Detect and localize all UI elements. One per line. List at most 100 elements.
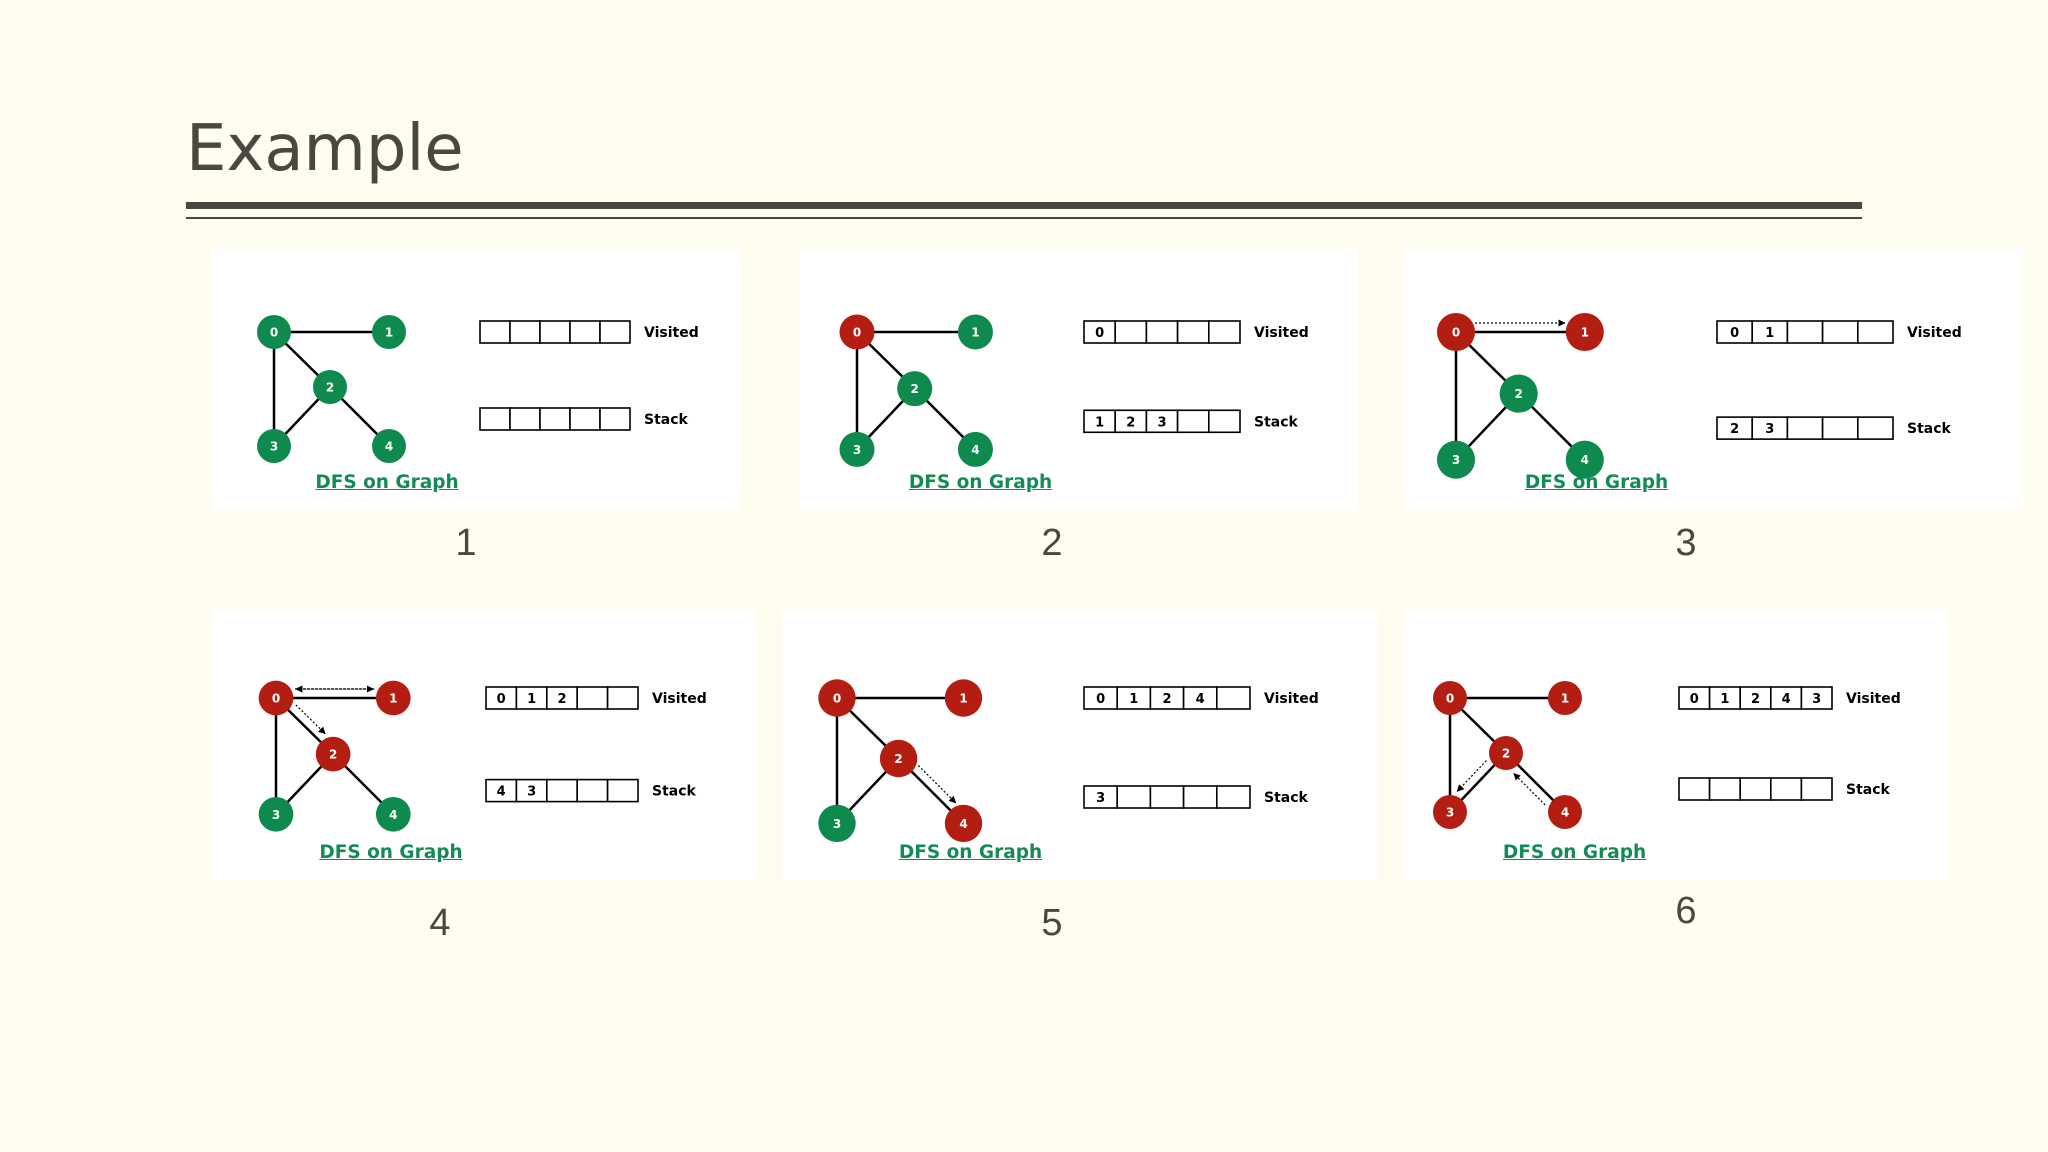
stack-cell	[509, 407, 541, 431]
graph-node-0: 0	[257, 315, 291, 349]
visited-array: Visited	[479, 320, 699, 344]
visited-cell	[1207, 320, 1241, 344]
stack-cell	[1769, 777, 1803, 801]
visited-cell-value: 0	[1096, 692, 1105, 707]
graph-node-0: 0	[1433, 681, 1467, 715]
graph-node-3: 3	[1436, 440, 1476, 479]
graph-node-label: 4	[971, 443, 979, 457]
stack-cell	[1149, 785, 1185, 809]
graph-node-label: 0	[853, 326, 861, 340]
stack-cell	[576, 778, 609, 803]
visited-cell	[509, 320, 541, 344]
visited-cell	[599, 320, 631, 344]
stack-label: Stack	[1254, 414, 1299, 430]
graph-node-4: 4	[372, 429, 406, 463]
graph-node-label: 0	[1446, 692, 1454, 706]
dfs-caption-link[interactable]: DFS on Graph	[908, 472, 1053, 493]
visited-cell-value: 2	[1751, 692, 1760, 707]
graph-node-label: 3	[272, 808, 280, 822]
stack-cell	[1678, 777, 1711, 801]
visited-label: Visited	[644, 325, 699, 341]
page-title: Example	[186, 112, 464, 186]
visited-cell-value: 0	[1690, 692, 1699, 707]
visited-cell	[1800, 686, 1833, 710]
stack-cell-value: 3	[527, 785, 536, 800]
visited-cell-value: 1	[1129, 692, 1138, 707]
stack-array: Stack	[479, 407, 689, 431]
stack-cell	[479, 407, 511, 431]
stack-cell	[1708, 777, 1742, 801]
stack-cell	[1786, 416, 1824, 440]
graph-node-4: 4	[1565, 440, 1604, 479]
dfs-caption-link[interactable]: DFS on Graph	[1524, 472, 1669, 493]
graph-node-label: 3	[1446, 806, 1454, 820]
visited-label: Visited	[1846, 691, 1901, 707]
visited-cell-value: 0	[497, 692, 506, 707]
graph-node-label: 4	[959, 817, 967, 831]
visited-cell-value: 2	[557, 692, 566, 707]
visited-cell	[576, 686, 609, 710]
visited-cell-value: 3	[1812, 692, 1821, 707]
visited-cell-value: 4	[1782, 692, 1791, 707]
graph-node-4: 4	[1548, 795, 1582, 829]
graph-node-2: 2	[897, 371, 933, 407]
step-number: 6	[1675, 890, 1697, 932]
graph-node-label: 3	[833, 817, 841, 831]
graph-node-label: 1	[389, 692, 397, 706]
dfs-caption-link[interactable]: DFS on Graph	[898, 842, 1043, 863]
graph-node-label: 0	[272, 692, 280, 706]
graph-node-0: 0	[818, 679, 856, 717]
graph-node-4: 4	[375, 796, 411, 832]
visited-cell	[1786, 320, 1824, 344]
dfs-caption-link[interactable]: DFS on Graph	[1502, 842, 1647, 863]
stack-cell-value: 2	[1126, 415, 1135, 430]
graph-node-label: 1	[971, 326, 979, 340]
graph-node-3: 3	[258, 796, 294, 832]
graph-node-4: 4	[957, 431, 993, 467]
stack-label: Stack	[1907, 421, 1952, 437]
graph-node-label: 4	[385, 440, 393, 454]
graph-node-3: 3	[839, 431, 875, 467]
visited-cell	[606, 686, 639, 710]
graph-node-3: 3	[818, 804, 856, 843]
graph-node-1: 1	[375, 680, 411, 716]
graph-node-label: 0	[833, 692, 841, 706]
graph-node-0: 0	[1436, 312, 1476, 352]
visited-cell-value: 1	[527, 692, 536, 707]
stack-array: Stack	[1678, 777, 1891, 801]
graph-node-label: 2	[911, 382, 919, 396]
graph-node-3: 3	[1433, 795, 1467, 829]
step-number: 2	[1041, 522, 1063, 564]
traversal-arrow-2-3	[1456, 760, 1487, 792]
graph-node-2: 2	[1489, 736, 1523, 770]
visited-cell-value: 0	[1095, 326, 1104, 341]
visited-cell	[1215, 686, 1251, 710]
dfs-caption-link[interactable]: DFS on Graph	[315, 472, 459, 493]
dfs-caption-link[interactable]: DFS on Graph	[319, 842, 463, 863]
graph-node-label: 4	[389, 808, 397, 822]
step-number: 1	[455, 522, 477, 564]
title-rule-thick	[186, 202, 1862, 209]
title-rule-thin	[186, 217, 1862, 219]
visited-cell-value: 4	[1196, 692, 1205, 707]
stack-cell-value: 3	[1096, 791, 1105, 806]
graph-node-label: 2	[329, 748, 337, 762]
stack-cell	[1116, 785, 1152, 809]
visited-cell	[1114, 320, 1148, 344]
visited-label: Visited	[652, 691, 707, 707]
stack-cell	[539, 407, 571, 431]
visited-cell	[1176, 320, 1210, 344]
graph-node-2: 2	[313, 370, 347, 404]
stack-label: Stack	[1264, 790, 1309, 806]
